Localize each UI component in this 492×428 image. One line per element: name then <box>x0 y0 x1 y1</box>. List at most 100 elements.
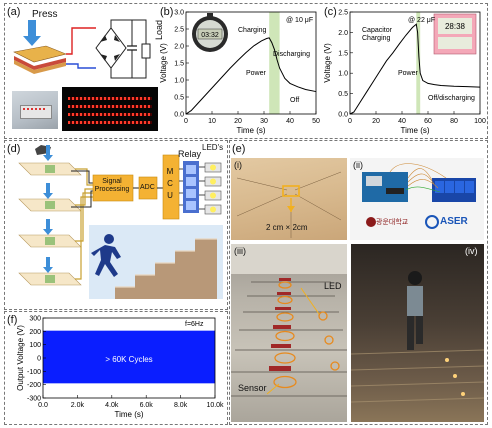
panel-d-region <box>4 140 228 310</box>
stopwatch-display: 03:32 <box>201 32 219 39</box>
data-point <box>279 67 280 69</box>
data-point <box>185 113 187 115</box>
data-point <box>214 84 215 86</box>
sensor-tile-3 <box>18 219 82 248</box>
leds-label: LED's <box>202 143 224 152</box>
data-point <box>274 49 275 50</box>
sub-i-label: (i) <box>234 160 242 170</box>
data-point <box>418 56 420 58</box>
press-label: Press <box>32 9 58 20</box>
sensor-size-label: 2 cm × 2cm <box>266 223 308 232</box>
data-point <box>353 111 355 113</box>
y-tick-label: 1.5 <box>174 61 184 68</box>
y-tick-label: -200 <box>27 382 41 389</box>
panel-e-region <box>229 140 488 425</box>
led-circles <box>318 311 340 371</box>
led-array-photo <box>62 87 158 131</box>
sub-iii-label: (iii) <box>234 246 246 256</box>
data-point <box>253 45 254 47</box>
data-point <box>190 110 192 111</box>
y-tick-label: 1.5 <box>338 50 348 57</box>
data-point <box>405 34 407 36</box>
device-photo <box>12 91 58 129</box>
data-point <box>453 85 455 87</box>
x-axis-label: Time (s) <box>400 126 429 135</box>
person-silhouette <box>407 271 423 350</box>
device-layer-bot <box>14 60 66 74</box>
data-point <box>417 32 418 33</box>
top-region <box>4 3 488 139</box>
x-tick-label: 20 <box>234 118 242 125</box>
led-bulbs <box>204 162 222 215</box>
university-logo-icon <box>366 217 376 227</box>
wire-out-top <box>110 19 147 46</box>
wire-red <box>66 27 96 55</box>
y-tick-label: 0.0 <box>338 112 348 119</box>
data-point <box>284 78 286 79</box>
y-tick-label: 1.0 <box>174 78 184 85</box>
person-on-stairs-photo <box>351 244 484 422</box>
data-point <box>427 83 429 84</box>
off-label: Off <box>290 97 299 104</box>
data-point <box>268 37 270 39</box>
data-point <box>386 60 387 62</box>
y-tick-label: 0 <box>37 356 41 363</box>
annotation: @ 10 μF <box>286 17 313 24</box>
data-point <box>349 113 351 115</box>
y-tick-label: 2.5 <box>174 27 184 34</box>
x-axis-label: Time (s) <box>114 410 143 419</box>
data-point <box>392 52 394 54</box>
x-tick-label: 50 <box>312 118 320 125</box>
x-tick-label: 40 <box>286 118 294 125</box>
mcu-label: M C U <box>166 167 174 200</box>
panel-b-letter: (b) <box>160 6 174 18</box>
off-discharging-label: Off/discharging <box>428 95 475 102</box>
y-tick-label: 2.0 <box>338 30 348 37</box>
x-tick-label: 10 <box>208 118 216 125</box>
series-line <box>185 37 317 115</box>
power-label: Power <box>246 70 267 77</box>
sensor-arrow-top <box>43 145 53 161</box>
logo-korean-text: 광운대학교 <box>376 219 409 226</box>
staircase-steps <box>115 239 217 299</box>
walking-person-icon <box>91 234 121 277</box>
y-axis-label: Output Voltage (V) <box>16 325 25 391</box>
data-point <box>237 59 239 61</box>
x-tick-label: 8.0k <box>174 402 188 409</box>
sensor-wires <box>75 168 93 280</box>
data-point <box>399 43 400 45</box>
sensor-circles <box>273 281 297 389</box>
x-axis-label: Time (s) <box>236 126 265 135</box>
y-tick-label: 0.5 <box>338 91 348 98</box>
data-point <box>261 40 262 42</box>
data-point <box>466 86 468 87</box>
y-tick-label: 3.0 <box>174 10 184 17</box>
x-tick-label: 20 <box>372 118 380 125</box>
sensor-label: Sensor <box>238 383 267 393</box>
adc-label: ADC <box>140 184 155 191</box>
panel-f-region <box>4 311 228 425</box>
y-tick-label: -300 <box>27 396 41 403</box>
highlight-band <box>269 12 280 114</box>
stopwatch-icon <box>192 13 228 52</box>
led-label: LED <box>324 281 342 291</box>
data-point <box>434 84 435 85</box>
y-tick-label: 300 <box>29 316 41 323</box>
capacitor-charging-label: Capacitor <box>362 27 393 34</box>
highlight-band <box>416 12 421 114</box>
panel-f-letter: (f) <box>7 314 18 326</box>
relay-label: Relay <box>178 149 202 159</box>
plot-frame <box>349 11 481 115</box>
data-point <box>245 52 247 54</box>
x-tick-label: 2.0k <box>71 402 85 409</box>
electronics-photo <box>350 158 484 240</box>
logo-aser-text: ASER <box>440 216 468 227</box>
y-tick-label: -100 <box>27 369 41 376</box>
x-tick-label: 100 <box>474 118 486 125</box>
x-tick-label: 80 <box>450 118 458 125</box>
data-point <box>229 67 231 69</box>
press-arrow-head <box>23 36 41 46</box>
data-point <box>305 89 306 90</box>
